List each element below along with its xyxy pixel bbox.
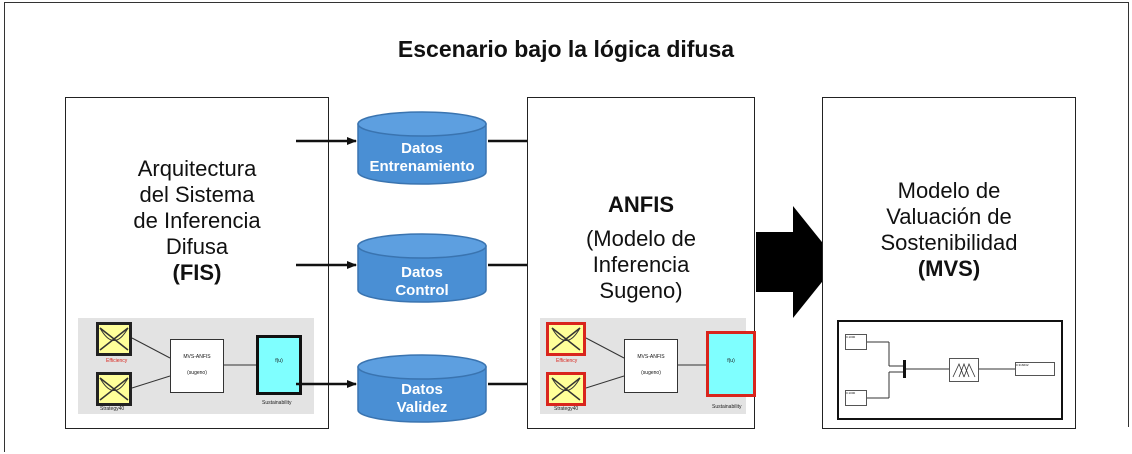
mvs-abbr: (MVS) bbox=[917, 256, 981, 281]
fis-output-func: f(u) bbox=[275, 358, 283, 364]
fis-input1-mf bbox=[96, 322, 132, 356]
cylinder-validez-line2: Validez bbox=[396, 399, 448, 416]
cylinder-control-label: Datos Control bbox=[352, 264, 492, 300]
mvs-line-3: Sostenibilidad bbox=[880, 230, 1018, 255]
anfis-input2-mf bbox=[546, 372, 586, 406]
diagram-title: Escenario bajo la lógica difusa bbox=[397, 36, 735, 62]
fis-output-block: f(u) bbox=[256, 335, 302, 395]
cylinder-validez-label: Datos Validez bbox=[352, 381, 492, 417]
anfis-text: ANFIS (Modelo de Inferencia Sugeno) bbox=[528, 192, 754, 304]
fis-output-label: Sustainability bbox=[262, 400, 292, 406]
fis-text: Arquitectura del Sistema de Inferencia D… bbox=[66, 156, 328, 286]
anfis-box: ANFIS (Modelo de Inferencia Sugeno) Effi… bbox=[527, 97, 756, 429]
anfis-output-func: f(u) bbox=[727, 358, 735, 364]
mvs-line-1: Modelo de bbox=[897, 178, 1001, 203]
fis-line-2: del Sistema bbox=[139, 182, 255, 207]
mvs-const-2: 0.1000 bbox=[845, 390, 867, 406]
outer-frame-left-edge bbox=[4, 2, 5, 452]
cylinder-validez bbox=[357, 354, 487, 423]
fis-model-name: MVS-ANFIS bbox=[183, 354, 211, 360]
mvs-text: Modelo de Valuación de Sostenibilidad (M… bbox=[823, 178, 1075, 282]
cylinder-entrenamiento-line2: Entrenamiento bbox=[369, 158, 475, 175]
anfis-heading: ANFIS bbox=[608, 192, 674, 217]
cylinder-entrenamiento-line1: Datos bbox=[401, 140, 443, 157]
membership-function-icon bbox=[551, 377, 581, 401]
anfis-mini-links bbox=[585, 337, 706, 389]
cylinder-control-line2: Control bbox=[395, 282, 449, 299]
mvs-box: Modelo de Valuación de Sostenibilidad (M… bbox=[822, 97, 1076, 429]
membership-function-icon bbox=[551, 327, 581, 351]
fis-abbr: (FIS) bbox=[172, 260, 222, 285]
anfis-output-block: f(u) bbox=[706, 331, 756, 397]
fis-input2-mf bbox=[96, 372, 132, 406]
fis-input2-label: Strategy40 bbox=[100, 406, 125, 412]
fis-line-4: Difusa bbox=[165, 234, 229, 259]
anfis-input1-mf bbox=[546, 322, 586, 356]
anfis-output-label: Sustainability bbox=[712, 404, 742, 410]
cylinder-entrenamiento bbox=[357, 111, 487, 185]
anfis-model-name: MVS-ANFIS bbox=[637, 354, 665, 360]
outer-frame bbox=[4, 2, 1129, 427]
anfis-line-2: Inferencia bbox=[592, 252, 690, 277]
fis-mini-diagram: Efficiency Strategy40 MVS-ANFIS (sugeno)… bbox=[78, 318, 314, 414]
mvs-line-2: Valuación de bbox=[886, 204, 1012, 229]
membership-function-icon bbox=[99, 327, 129, 351]
fis-line-3: de Inferencia bbox=[133, 208, 261, 233]
anfis-line-3: Sugeno) bbox=[599, 278, 683, 303]
fis-mini-links bbox=[131, 337, 256, 389]
cylinder-entrenamiento-label: Datos Entrenamiento bbox=[352, 140, 492, 176]
fis-box: Arquitectura del Sistema de Inferencia D… bbox=[65, 97, 329, 429]
anfis-input2-label: Strategy40 bbox=[554, 406, 579, 412]
anfis-model-block: MVS-ANFIS (sugeno) bbox=[624, 339, 678, 393]
anfis-line-1: (Modelo de bbox=[585, 226, 697, 251]
membership-function-icon bbox=[99, 377, 129, 401]
cylinder-control-line1: Datos bbox=[401, 264, 443, 281]
fis-model-block: MVS-ANFIS (sugeno) bbox=[170, 339, 224, 393]
mvs-fuzzy-block bbox=[949, 358, 979, 382]
anfis-input1-label: Efficiency bbox=[556, 358, 578, 364]
fis-line-1: Arquitectura bbox=[137, 156, 257, 181]
mvs-simulink-diagram: 0.1000 0.1000 0.316632 bbox=[837, 320, 1063, 420]
mvs-display: 0.316632 bbox=[1015, 362, 1055, 376]
cylinder-validez-line1: Datos bbox=[401, 381, 443, 398]
mvs-sim-links bbox=[867, 341, 1015, 399]
anfis-model-type: (sugeno) bbox=[641, 370, 661, 376]
mvs-const-1: 0.1000 bbox=[845, 334, 867, 350]
fis-input1-label: Efficiency bbox=[106, 358, 128, 364]
cylinder-control bbox=[357, 233, 487, 303]
fuzzy-membership-icon bbox=[952, 362, 976, 378]
fis-model-type: (sugeno) bbox=[187, 370, 207, 376]
anfis-mini-diagram: Efficiency Strategy40 MVS-ANFIS (sugeno)… bbox=[540, 318, 756, 414]
